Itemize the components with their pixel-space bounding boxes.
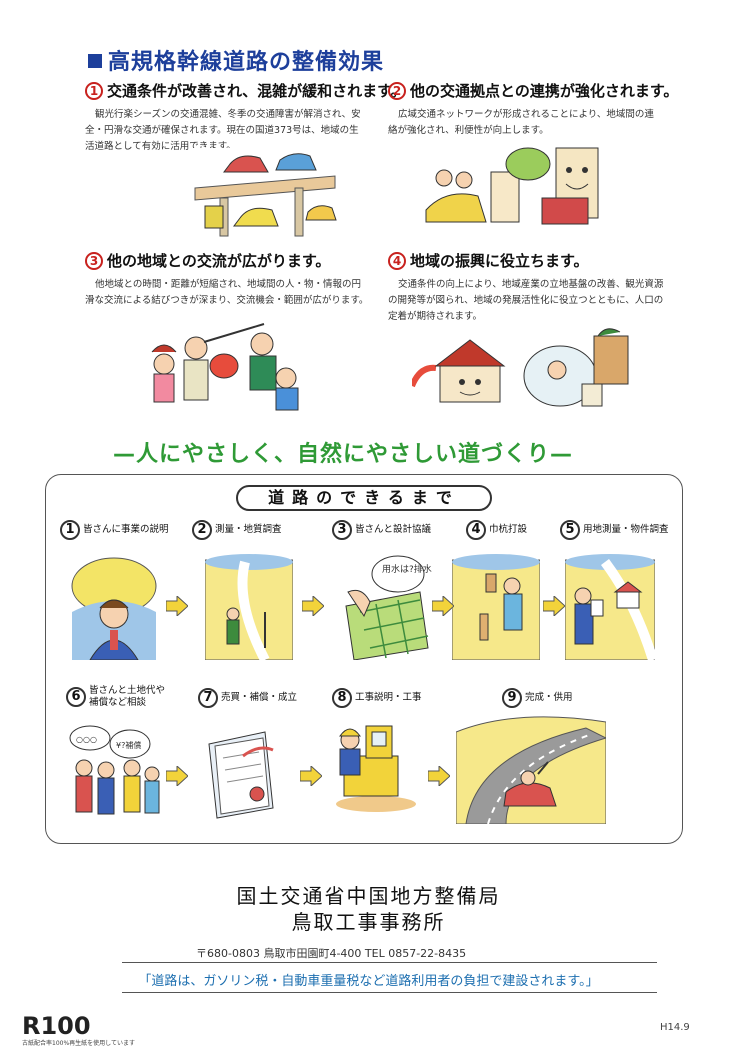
number-circle: 3 — [85, 252, 103, 270]
step-number: 6 — [66, 687, 86, 707]
arrow-right-icon — [300, 766, 322, 786]
step-4-picture — [452, 554, 540, 660]
effect-2-body: 広域交通ネットワークが形成されることにより、地域間の連絡が強化され、利便性が向上… — [388, 109, 654, 136]
highway-illustration — [190, 148, 340, 240]
step-5-picture — [565, 554, 655, 660]
step-1-picture — [70, 552, 158, 660]
arrow-right-icon — [543, 596, 565, 616]
process-title: 道路のできるまで — [236, 485, 492, 511]
promotion-illustration — [412, 328, 629, 407]
arrow-right-icon — [302, 596, 324, 616]
arrow-right-icon — [166, 766, 188, 786]
arrow-right-icon — [432, 596, 454, 616]
number-circle: 2 — [388, 82, 406, 100]
square-bullet-icon — [88, 54, 102, 68]
step-number: 4 — [466, 520, 486, 540]
address: 〒680-0803 鳥取市田園町4-400 TEL 0857-22-8435 — [196, 947, 467, 960]
bubble-text: 用水は?排水は? — [382, 563, 432, 575]
step-number: 9 — [502, 688, 522, 708]
step-2-picture — [205, 554, 293, 660]
issue-date: H14.9 — [660, 1022, 690, 1033]
step-number: 8 — [332, 688, 352, 708]
step-8-picture — [336, 725, 416, 812]
page-title: 高規格幹線道路の整備効果 — [88, 44, 384, 76]
slogan: —人にやさしく、自然にやさしい道づくり— — [113, 442, 574, 467]
arrow-right-icon — [428, 766, 450, 786]
step-number: 7 — [198, 688, 218, 708]
step-number: 5 — [560, 520, 580, 540]
funding-notice: 「道路は、ガソリン税・自動車重量税など道路利用者の負担で建設されます。」 — [138, 974, 599, 989]
step-7-picture — [208, 731, 274, 819]
exchange-illustration — [151, 323, 299, 411]
number-circle: 4 — [388, 252, 406, 270]
arrow-right-icon — [166, 596, 188, 616]
network-illustration — [425, 147, 599, 225]
divider — [122, 962, 657, 963]
step-3-picture: 用水は?排水は? — [345, 555, 432, 660]
step-number: 3 — [332, 520, 352, 540]
bubble-text-2: ○○○ — [76, 735, 97, 744]
divider — [122, 992, 657, 993]
number-circle: 1 — [85, 82, 103, 100]
recycled-paper-note: 古紙配合率100%再生紙を使用しています — [22, 1040, 135, 1047]
bubble-text-3: ¥?補償 — [116, 740, 141, 750]
process-box — [45, 474, 683, 844]
effect-3-body: 他地域との時間・距離が短縮され、地域間の人・物・情報の円滑な交流による結びつきが… — [85, 279, 369, 306]
step-6-picture: ○○○ ¥?補償 — [69, 725, 160, 815]
org-office: 鳥取工事事務所 — [291, 910, 446, 934]
effect-1-body: 観光行楽シーズンの交通混雑、冬季の交通障害が解消され、安全・円滑な交通が確保され… — [85, 109, 361, 152]
step-number: 2 — [192, 520, 212, 540]
step-number: 1 — [60, 520, 80, 540]
step-9-picture — [456, 716, 606, 824]
page-title-text: 高規格幹線道路の整備効果 — [108, 50, 385, 75]
effect-4-body: 交通条件の向上により、地域産業の立地基盤の改善、観光資源の開発等が図られ、地域の… — [388, 279, 664, 322]
org-bureau: 国土交通省中国地方整備局 — [236, 884, 501, 908]
r100-logo: R100 — [22, 1012, 91, 1040]
